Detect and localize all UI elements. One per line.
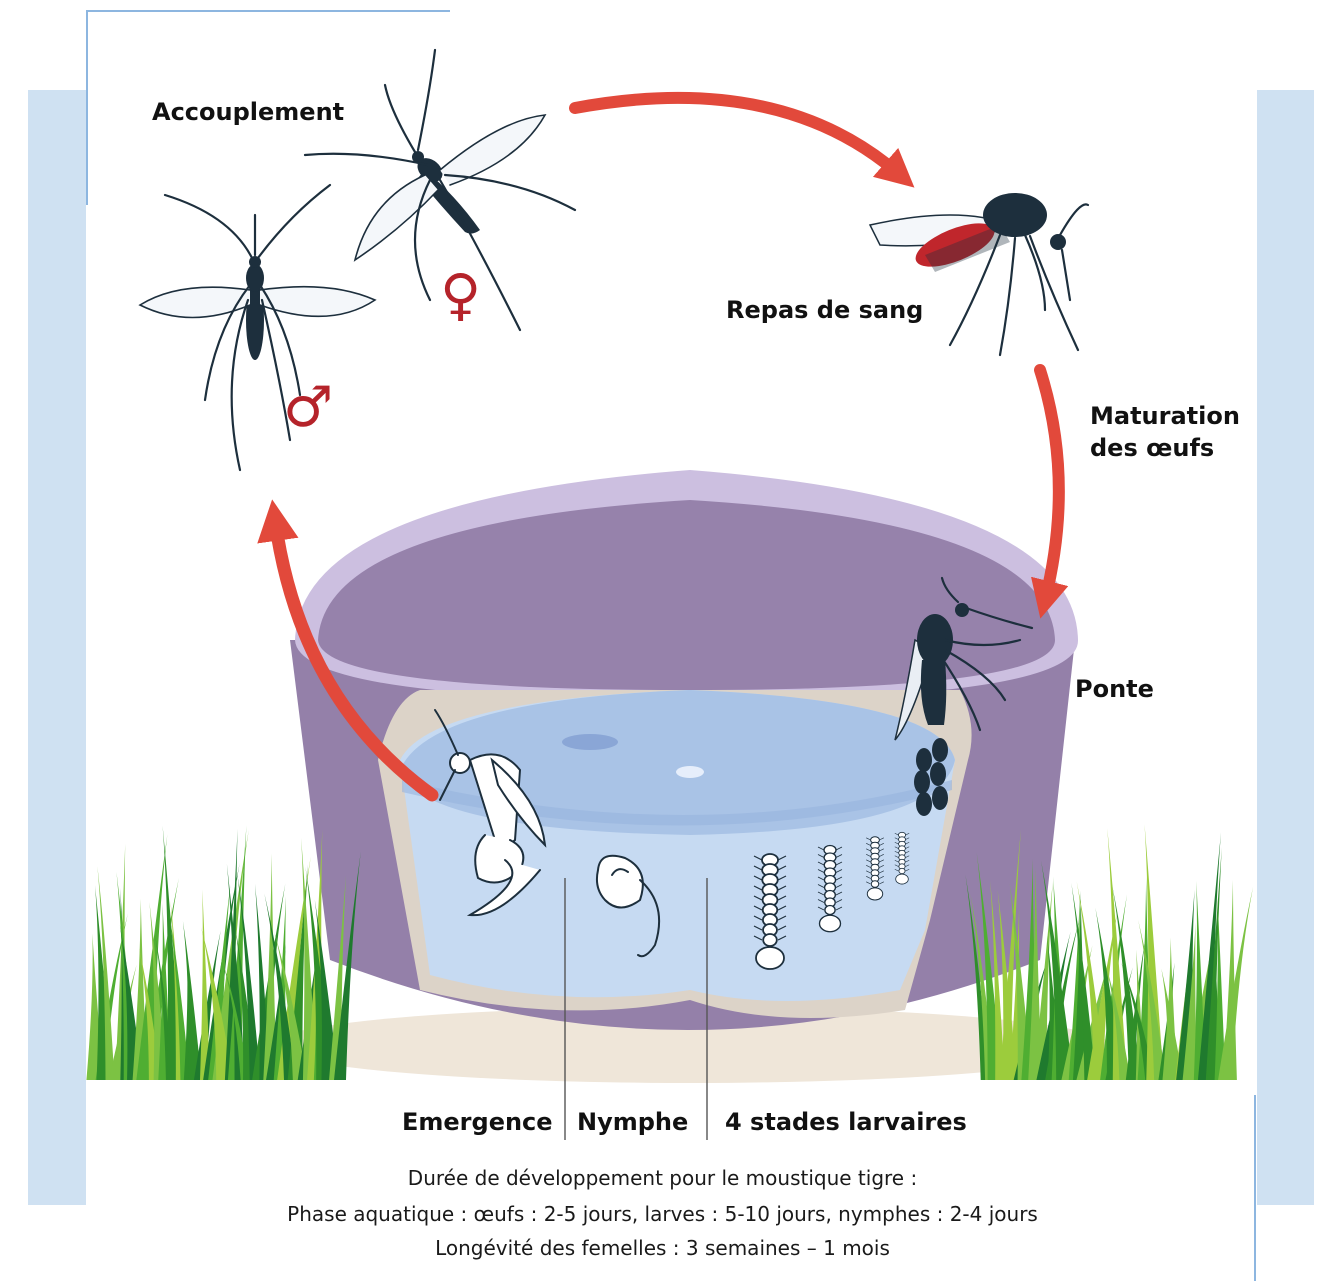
caption-line-1: Durée de développement pour le moustique… — [0, 1163, 1325, 1193]
cycle-arrow-icon — [1040, 370, 1059, 600]
feeding-mosquito-icon — [870, 193, 1088, 355]
male-mosquito-icon — [140, 185, 375, 470]
label-accouplement: Accouplement — [152, 96, 344, 128]
label-stades-larvaires: 4 stades larvaires — [725, 1106, 967, 1138]
cycle-arrow-icon — [575, 98, 900, 175]
label-ponte: Ponte — [1075, 673, 1154, 705]
caption-line-3: Longévité des femelles : 3 semaines – 1 … — [0, 1233, 1325, 1263]
label-repas-de-sang: Repas de sang — [726, 294, 923, 326]
caption-line-2: Phase aquatique : œufs : 2-5 jours, larv… — [0, 1199, 1325, 1229]
label-maturation: Maturation — [1090, 400, 1240, 432]
label-nymphe: Nymphe — [577, 1106, 688, 1138]
female-symbol: ♀ — [440, 268, 481, 324]
label-emergence: Emergence — [402, 1106, 553, 1138]
male-symbol: ♂ — [283, 380, 333, 436]
label-des-oeufs: des œufs — [1090, 432, 1214, 464]
bucket-icon — [290, 470, 1078, 1030]
